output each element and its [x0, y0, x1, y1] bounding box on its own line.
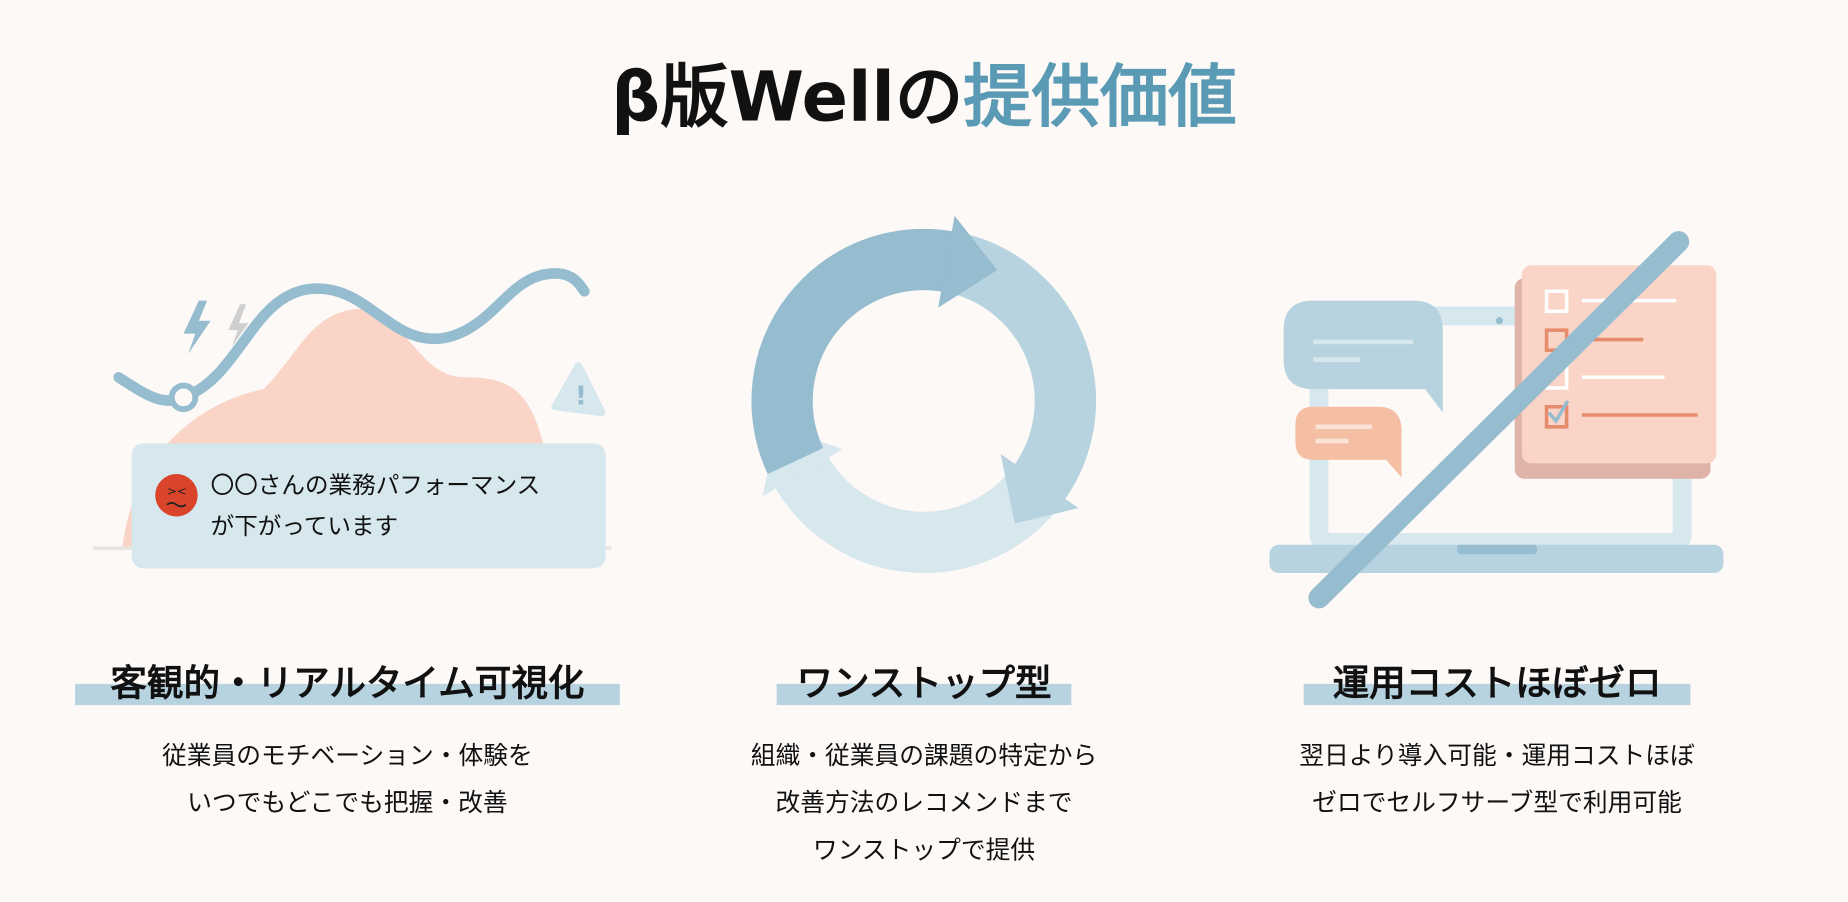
strike-slash: [1308, 231, 1690, 609]
cycle-arrowhead-mid: [1000, 453, 1079, 524]
cycle-arc-mid: [951, 234, 1097, 500]
description-line: 従業員のモチベーション・体験を: [162, 741, 533, 770]
trend-point: [168, 382, 199, 413]
heading-underline: [1303, 683, 1691, 706]
description-line: 翌日より導入可能・運用コストほぼ: [1299, 741, 1695, 770]
cycle-illustration: [751, 215, 1097, 574]
description-line: 改善方法のレコメンドまで: [776, 788, 1073, 817]
heading-low-cost: 運用コストほぼゼロ: [1333, 662, 1662, 705]
description-line: ワンストップで提供: [813, 835, 1035, 864]
angry-face-icon: [155, 473, 198, 517]
heading-underline: [776, 683, 1072, 706]
notification-card: [131, 443, 606, 569]
title-part1: β版Wellの: [611, 58, 963, 137]
card-line-1: 〇〇さんの業務パフォーマンス: [211, 471, 541, 499]
checkbox-4: [1544, 405, 1569, 429]
lightning-gray-icon: [228, 304, 249, 347]
visualization-illustration: ! >< 〇〇さんの業務パフォーマンス が下がっています: [92, 268, 612, 569]
low-cost-illustration: [1269, 231, 1724, 609]
heading-one-stop: ワンストップ型: [796, 662, 1051, 705]
warning-mark: !: [575, 381, 587, 411]
lightning-icon: [183, 300, 211, 354]
checkbox-1: [1544, 289, 1569, 314]
warning-icon: [551, 361, 606, 417]
description-line: 組織・従業員の課題の特定から: [751, 741, 1098, 770]
heading-visualization: 客観的・リアルタイム可視化: [110, 662, 584, 705]
heading-underline: [75, 683, 620, 706]
chat-bubble-blue: [1283, 300, 1443, 413]
laptop-base: [1269, 544, 1724, 574]
check-icon: [1547, 399, 1570, 424]
description-line: ゼロでセルフサーブ型で利用可能: [1312, 788, 1682, 817]
description-line: いつでもどこでも把握・改善: [187, 788, 508, 817]
cycle-arc-dark: [751, 228, 955, 474]
card-line-2: が下がっています: [211, 512, 398, 540]
page-title: β版Wellの提供価値: [611, 58, 1236, 137]
title-part2: 提供価値: [963, 58, 1237, 137]
svg-text:><: ><: [167, 484, 187, 498]
cycle-arc-light: [774, 455, 1056, 574]
cycle-arrowhead-dark: [938, 215, 998, 308]
